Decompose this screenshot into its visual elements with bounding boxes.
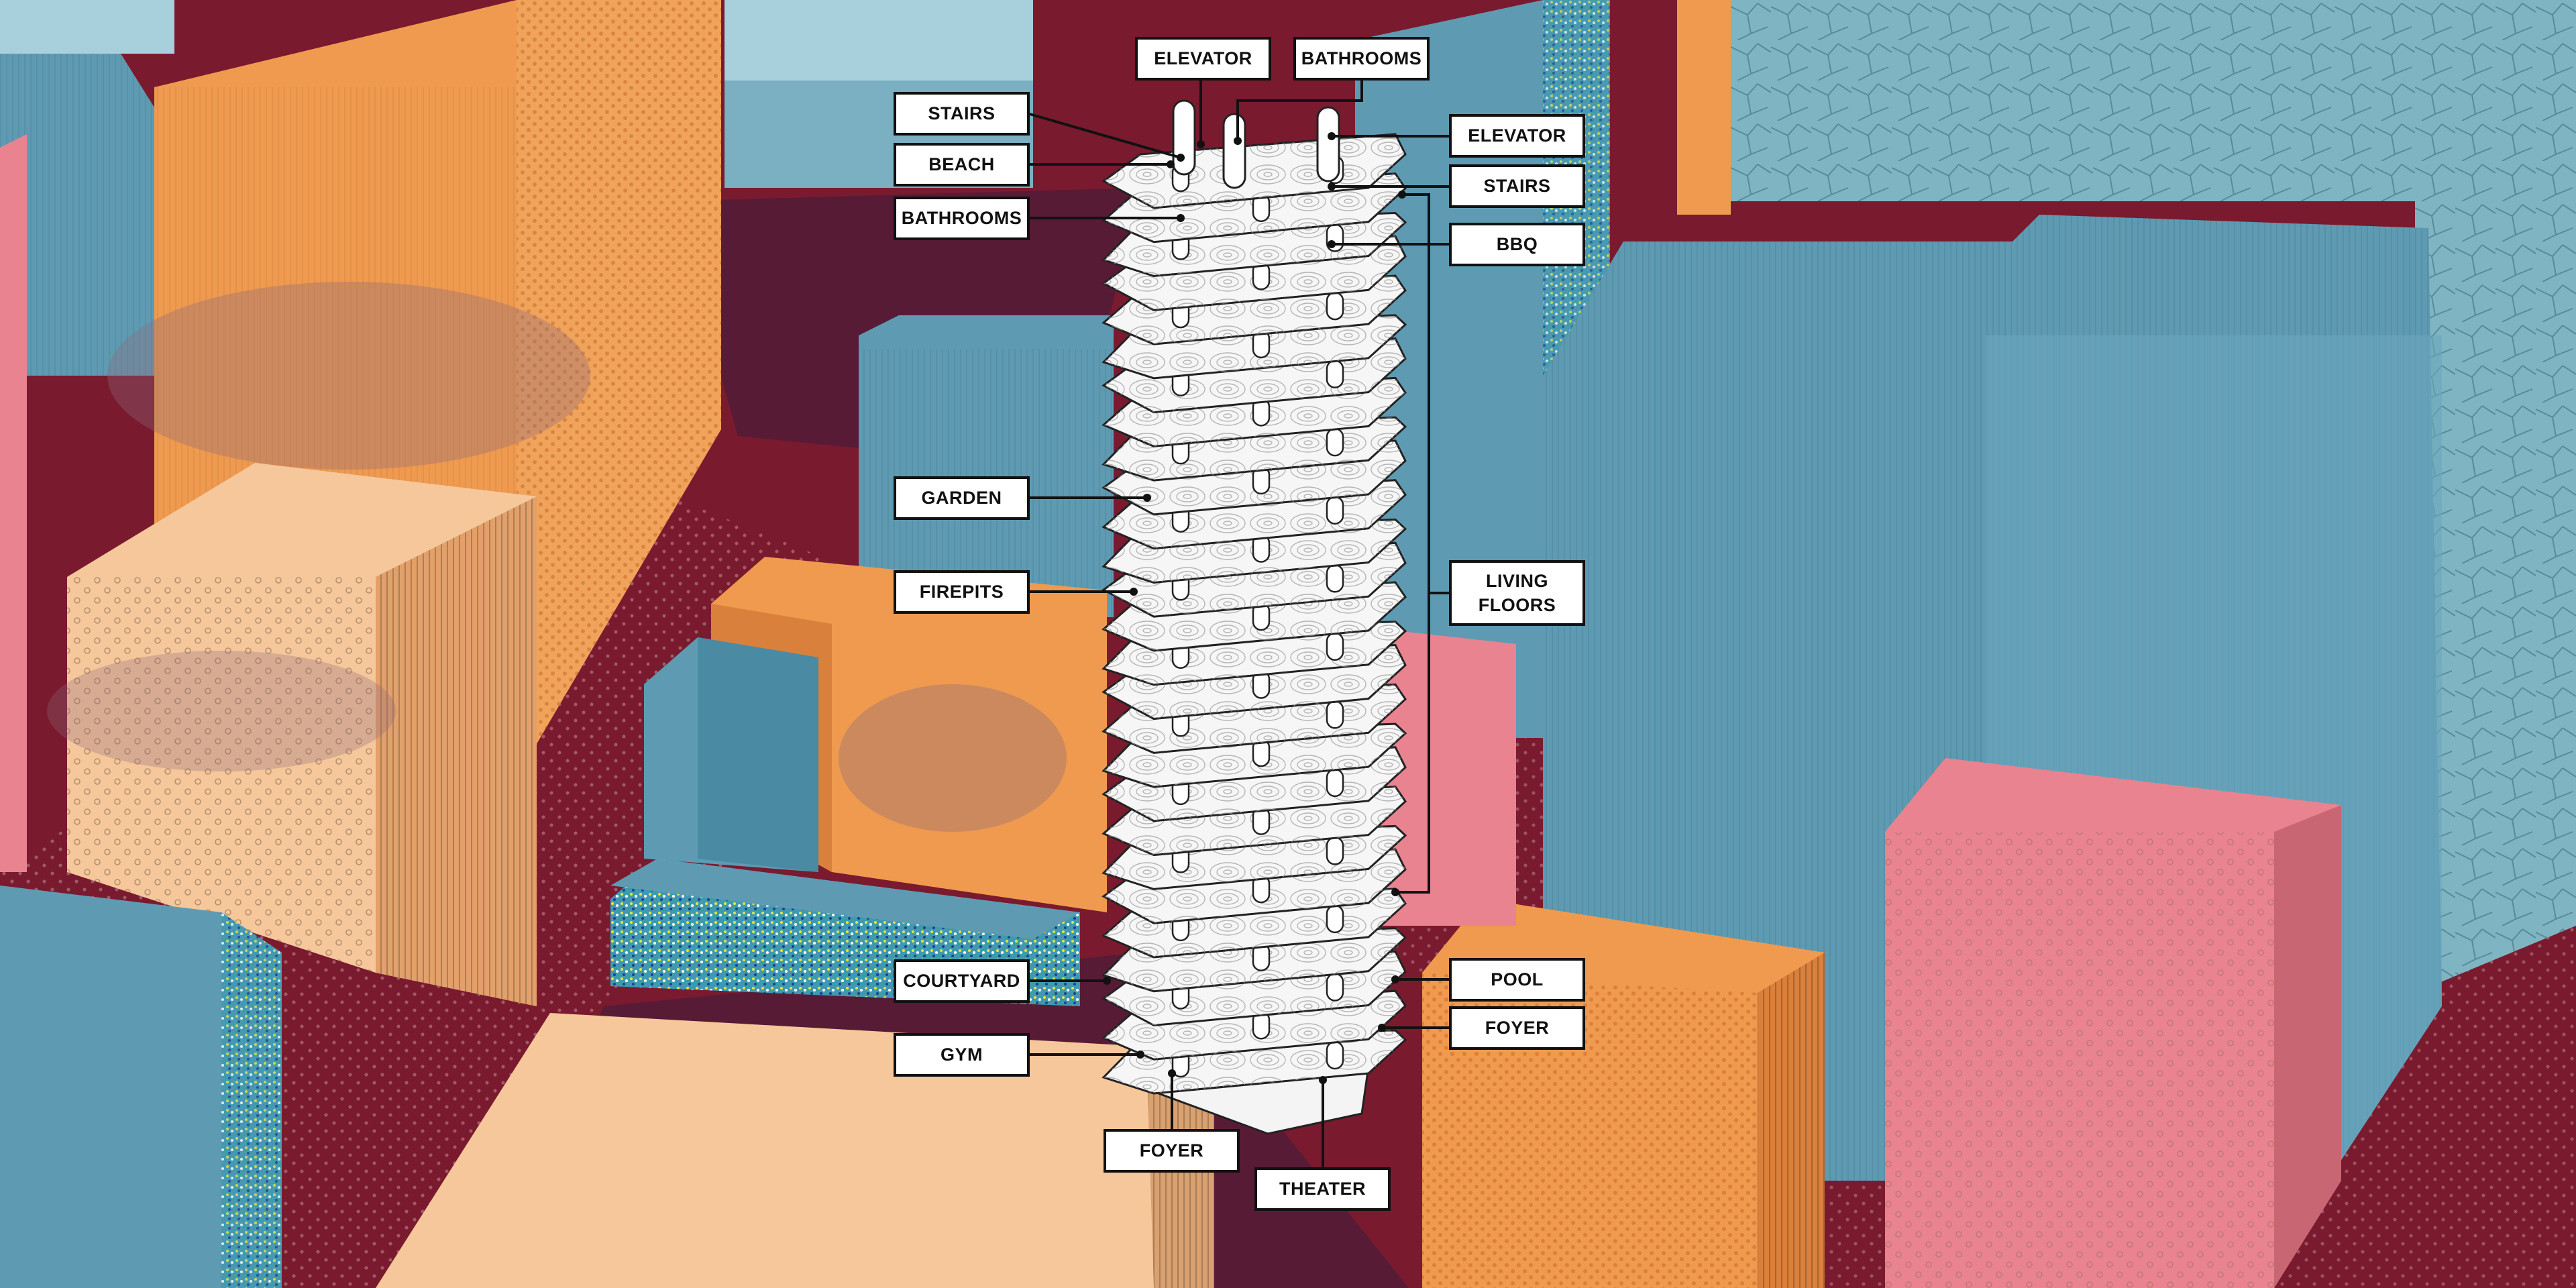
leader-dot: [1398, 191, 1406, 199]
label-stairs-right: STAIRS: [1449, 164, 1585, 208]
tower-core-column: [1326, 904, 1344, 934]
tower-core-column: [1326, 973, 1344, 1002]
leader-dot: [1328, 240, 1336, 248]
tower-core-column: [1326, 632, 1344, 661]
residential-tower: [1102, 99, 1407, 1135]
leader-line: [1029, 113, 1181, 159]
leader-dot: [1378, 1024, 1386, 1032]
rooftop-core: [1316, 106, 1340, 182]
label-bathrooms-top: BATHROOMS: [1293, 37, 1430, 80]
leader-dot: [1168, 1069, 1176, 1077]
building-teal-crackle: [1731, 0, 2576, 993]
label-foyer-right: FOYER: [1449, 1006, 1585, 1050]
leader-dot: [1167, 160, 1175, 168]
tower-core-column: [1326, 768, 1344, 798]
label-bbq: BBQ: [1449, 223, 1585, 266]
leader-dot: [1391, 975, 1399, 983]
label-elevator-right: ELEVATOR: [1449, 114, 1585, 158]
building-teal-cube: [644, 637, 818, 872]
tower-core-column: [1326, 837, 1344, 865]
leader-line: [1236, 80, 1363, 141]
label-stairs-left: STAIRS: [894, 92, 1030, 136]
leader-line: [1395, 593, 1430, 894]
leader-dot: [1177, 214, 1185, 222]
tower-core-column: [1326, 564, 1344, 593]
label-gym: GYM: [894, 1033, 1030, 1077]
label-beach: BEACH: [894, 143, 1030, 186]
leader-dot: [1143, 494, 1151, 502]
leader-dot: [1103, 977, 1111, 985]
label-living-floors: LIVING FLOORS: [1449, 560, 1585, 626]
building-teal-topleft: [0, 0, 174, 376]
leader-line: [1402, 193, 1449, 594]
leader-dot: [1391, 888, 1399, 896]
tower-core-column: [1326, 427, 1344, 457]
tower-core-column: [1326, 1040, 1344, 1070]
leader-dot: [1319, 1076, 1327, 1084]
leader-lines: [1029, 80, 1449, 1167]
building-teal-bottomleft: [0, 885, 282, 1288]
tower-core-column: [1326, 291, 1344, 321]
building-orange-bottom-right: [1422, 899, 1825, 1288]
label-firepits: FIREPITS: [894, 570, 1030, 614]
leader-dot: [1234, 137, 1242, 145]
label-garden: GARDEN: [894, 476, 1030, 520]
building-peach-left: [47, 463, 537, 1006]
label-courtyard: COURTYARD: [894, 959, 1030, 1003]
label-theater: THEATER: [1254, 1167, 1391, 1211]
building-pink-right: [1885, 758, 2341, 1288]
label-pool: POOL: [1449, 958, 1585, 1002]
rooftop-core: [1222, 113, 1246, 189]
label-elevator-left: ELEVATOR: [1135, 37, 1271, 80]
leader-dot: [1177, 154, 1185, 162]
leader-dot: [1328, 132, 1336, 140]
leader-dot: [1328, 182, 1336, 191]
tower-core-column: [1326, 496, 1344, 525]
tower-core-column: [1326, 360, 1344, 388]
label-bathrooms-left: BATHROOMS: [894, 197, 1030, 240]
leader-dot: [1130, 588, 1138, 596]
label-foyer-bottom: FOYER: [1104, 1129, 1240, 1173]
leader-dot: [1136, 1051, 1144, 1059]
rooftop-core: [1172, 99, 1196, 176]
leader-dot: [1197, 140, 1205, 148]
tower-core-column: [1326, 700, 1344, 729]
